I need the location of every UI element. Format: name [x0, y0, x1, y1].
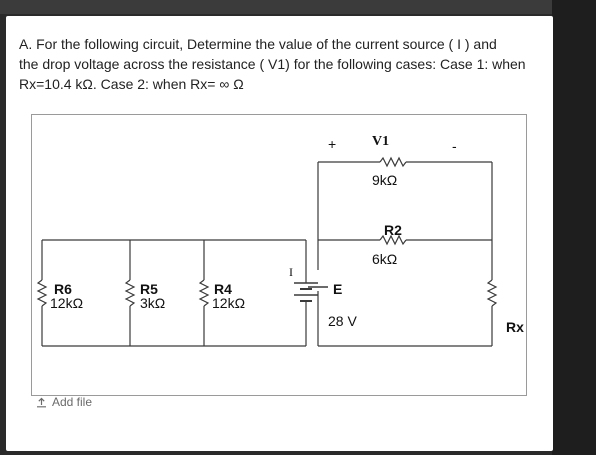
r6-name: R6: [54, 281, 72, 297]
question-line-3: Rx=10.4 kΩ. Case 2: when Rx= ∞ Ω: [19, 76, 244, 92]
question-line-2: the drop voltage across the resistance (…: [19, 56, 526, 72]
add-file-button[interactable]: Add file: [36, 395, 92, 409]
top-bar: [0, 0, 552, 14]
question-line-1: A. For the following circuit, Determine …: [19, 36, 497, 52]
r4-value: 12kΩ: [212, 295, 246, 311]
right-strip: [552, 0, 596, 455]
minus-sign: -: [452, 138, 457, 154]
current-label: I: [289, 265, 293, 279]
r6-value: 12kΩ: [50, 295, 84, 311]
source-name: E: [333, 281, 343, 297]
upload-icon: [36, 397, 47, 408]
r5-resistor: [124, 279, 136, 307]
r2-name: R2: [384, 222, 402, 238]
r1-resistor: [379, 156, 407, 168]
question-text: A. For the following circuit, Determine …: [19, 34, 547, 94]
r5-value: 3kΩ: [140, 295, 166, 311]
r4-name: R4: [214, 281, 232, 297]
r6-resistor: [36, 279, 48, 307]
circuit-image: + V1 - 9kΩ R2 6kΩ R6 12kΩ R5 3kΩ R4 12kΩ…: [31, 114, 527, 396]
r1-value: 9kΩ: [372, 172, 398, 188]
r2-value: 6kΩ: [372, 251, 398, 267]
v1-label: V1: [372, 134, 390, 149]
question-card: A. For the following circuit, Determine …: [6, 16, 553, 451]
add-file-label: Add file: [52, 395, 93, 409]
rx-name: Rx: [506, 319, 524, 335]
circuit-diagram: [36, 156, 498, 347]
source-value: 28 V: [328, 313, 357, 329]
rx-resistor: [486, 279, 498, 307]
r2-resistor: [379, 234, 407, 246]
plus-sign: +: [328, 136, 337, 152]
r5-name: R5: [140, 281, 158, 297]
r4-resistor: [198, 279, 210, 307]
